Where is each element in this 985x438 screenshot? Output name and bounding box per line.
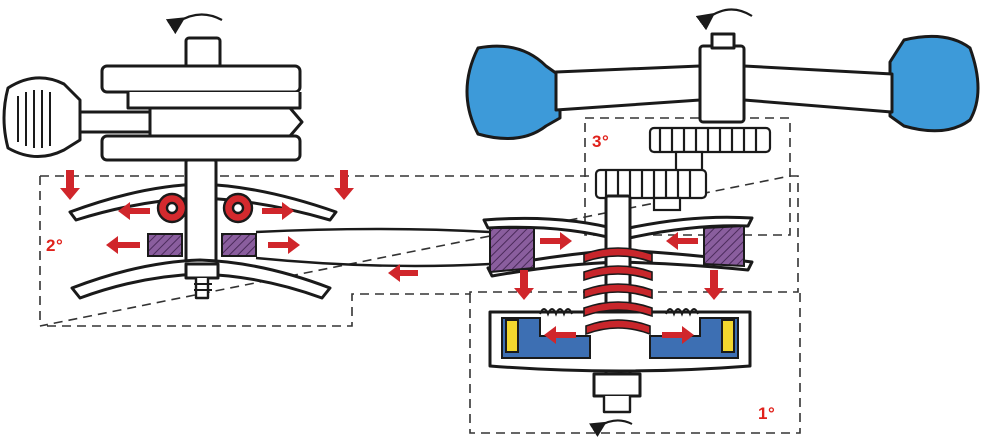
right-handle-assembly <box>467 9 978 138</box>
left-blue-knob <box>467 46 560 138</box>
force-arrow-icon <box>268 236 300 254</box>
force-arrow-icon <box>704 270 724 300</box>
nut-icon <box>594 374 640 396</box>
rotation-arrow-icon <box>600 420 632 426</box>
force-arrow-icon <box>514 270 534 300</box>
stage-1-label: 1° <box>758 404 775 424</box>
right-blue-knob <box>890 36 978 130</box>
force-arrow-icon <box>540 232 572 250</box>
gear-icon <box>650 128 770 152</box>
stage-3-label: 3° <box>592 132 609 152</box>
nut-icon <box>186 264 218 278</box>
rotation-arrow-icon <box>178 14 222 22</box>
left-clutch-assembly <box>70 160 336 298</box>
force-arrow-icon <box>334 170 354 200</box>
force-arrow-icon <box>60 170 80 200</box>
stage-2-label: 2° <box>46 236 63 256</box>
left-yoke-assembly <box>4 14 302 160</box>
force-arrow-icon <box>106 236 140 254</box>
rotation-arrow-icon <box>708 9 752 18</box>
